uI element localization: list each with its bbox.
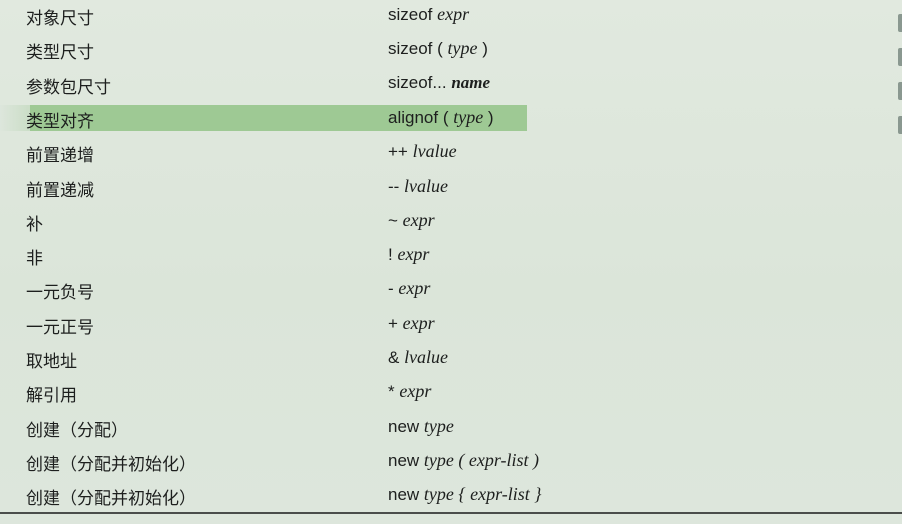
syntax-token: expr-list [470,484,530,505]
table-bottom-rule [0,512,902,514]
operator-description: 对象尺寸 [26,9,94,29]
syntax-token: type [423,415,454,436]
operator-syntax: alignof ( type ) [388,107,494,128]
operator-syntax: sizeof ( type ) [388,38,488,59]
operator-description: 一元正号 [26,317,94,338]
page-edge-mark [898,116,902,134]
operator-description: 一元负号 [26,283,94,304]
operator-description: 解引用 [26,386,77,407]
syntax-token: ++ [388,142,413,162]
syntax-token: ) [483,107,494,127]
syntax-token: lvalue [404,175,449,196]
operator-description: 类型尺寸 [26,43,94,64]
syntax-token: expr [399,381,432,402]
operator-description: 创建（分配） [26,420,128,441]
operator-description: 非 [26,249,43,270]
operator-description: 创建（分配并初始化） [26,489,196,510]
table-row: 类型对齐 alignof ( type ) [0,103,902,137]
syntax-token: type [423,449,454,470]
operator-description: 前置递减 [26,180,94,201]
syntax-token: expr [402,312,435,333]
syntax-token: lvalue [412,141,457,162]
operator-description: 创建（分配并初始化） [26,454,196,475]
row-highlight [30,105,527,131]
syntax-token: -- [388,176,405,196]
operator-syntax: & lvalue [388,347,448,368]
syntax-token: - [388,279,399,299]
syntax-token: expr [398,278,431,299]
table-row: 前置递减 -- lvalue [0,172,902,206]
syntax-token: ) [528,449,540,470]
operator-syntax: -- lvalue [388,176,448,197]
operator-description: 前置递增 [26,146,94,167]
syntax-token: expr [397,244,430,265]
table-row: 参数包尺寸 sizeof... name [0,69,902,103]
syntax-token: expr [402,209,435,230]
syntax-token: + [388,313,403,333]
table-row: 取地址 & lvalue [0,343,902,377]
operator-syntax: ~ expr [388,210,435,231]
table-row: 非! expr [0,240,902,274]
table-row: 一元负号 - expr [0,274,902,308]
table-row: 前置递增 ++ lvalue [0,137,902,171]
syntax-token: sizeof... [388,72,452,92]
syntax-token: & [388,348,405,367]
syntax-token: ( [453,449,469,470]
operator-syntax: ! expr [388,244,429,265]
syntax-token: type [447,38,478,59]
syntax-token: ! [388,245,398,265]
operator-description: 取地址 [26,352,77,372]
syntax-token: } [529,484,542,505]
operator-description: 类型对齐 [26,111,94,132]
syntax-token: lvalue [404,347,449,367]
operator-syntax: sizeof expr [388,4,469,25]
table-row: 补 ~ expr [0,206,902,240]
operator-description: 补 [26,214,43,235]
syntax-token: type [423,484,454,505]
syntax-token: ~ [388,210,403,230]
syntax-token: new [388,485,424,505]
operator-syntax: new type ( expr-list ) [388,450,539,471]
syntax-token: { [453,484,471,505]
syntax-token: type [453,106,484,127]
operator-description: 参数包尺寸 [26,77,111,98]
syntax-token: sizeof ( [388,39,448,59]
operator-syntax: sizeof... name [388,73,490,93]
operator-syntax: ++ lvalue [388,141,457,162]
syntax-token: name [451,72,491,92]
syntax-token: alignof ( [388,107,454,127]
syntax-token: ) [477,39,488,59]
syntax-token: * [388,382,400,402]
syntax-token: sizeof [388,5,438,24]
table-row: 解引用 * expr [0,377,902,411]
page-edge-mark [898,14,902,32]
operator-syntax: new type { expr-list } [388,484,541,505]
table-row: 一元正号 + expr [0,309,902,343]
page-edge-mark [898,82,902,100]
operator-syntax: - expr [388,278,430,299]
table-row: 类型尺寸 sizeof ( type ) [0,34,902,68]
operator-syntax: new type [388,416,454,437]
page-edge-mark [898,48,902,66]
table-row: 创建（分配并初始化） new type { expr-list } [0,480,902,514]
syntax-token: expr-list [468,449,529,470]
syntax-token: expr [437,4,470,24]
table-row: 对象尺寸 sizeof expr [0,0,902,34]
syntax-token: new [388,416,424,436]
table-row: 创建（分配并初始化） new type ( expr-list ) [0,446,902,480]
operator-syntax: * expr [388,381,431,402]
syntax-token: new [388,450,424,470]
operator-syntax: + expr [388,313,435,334]
table-row: 创建（分配） new type [0,412,902,446]
